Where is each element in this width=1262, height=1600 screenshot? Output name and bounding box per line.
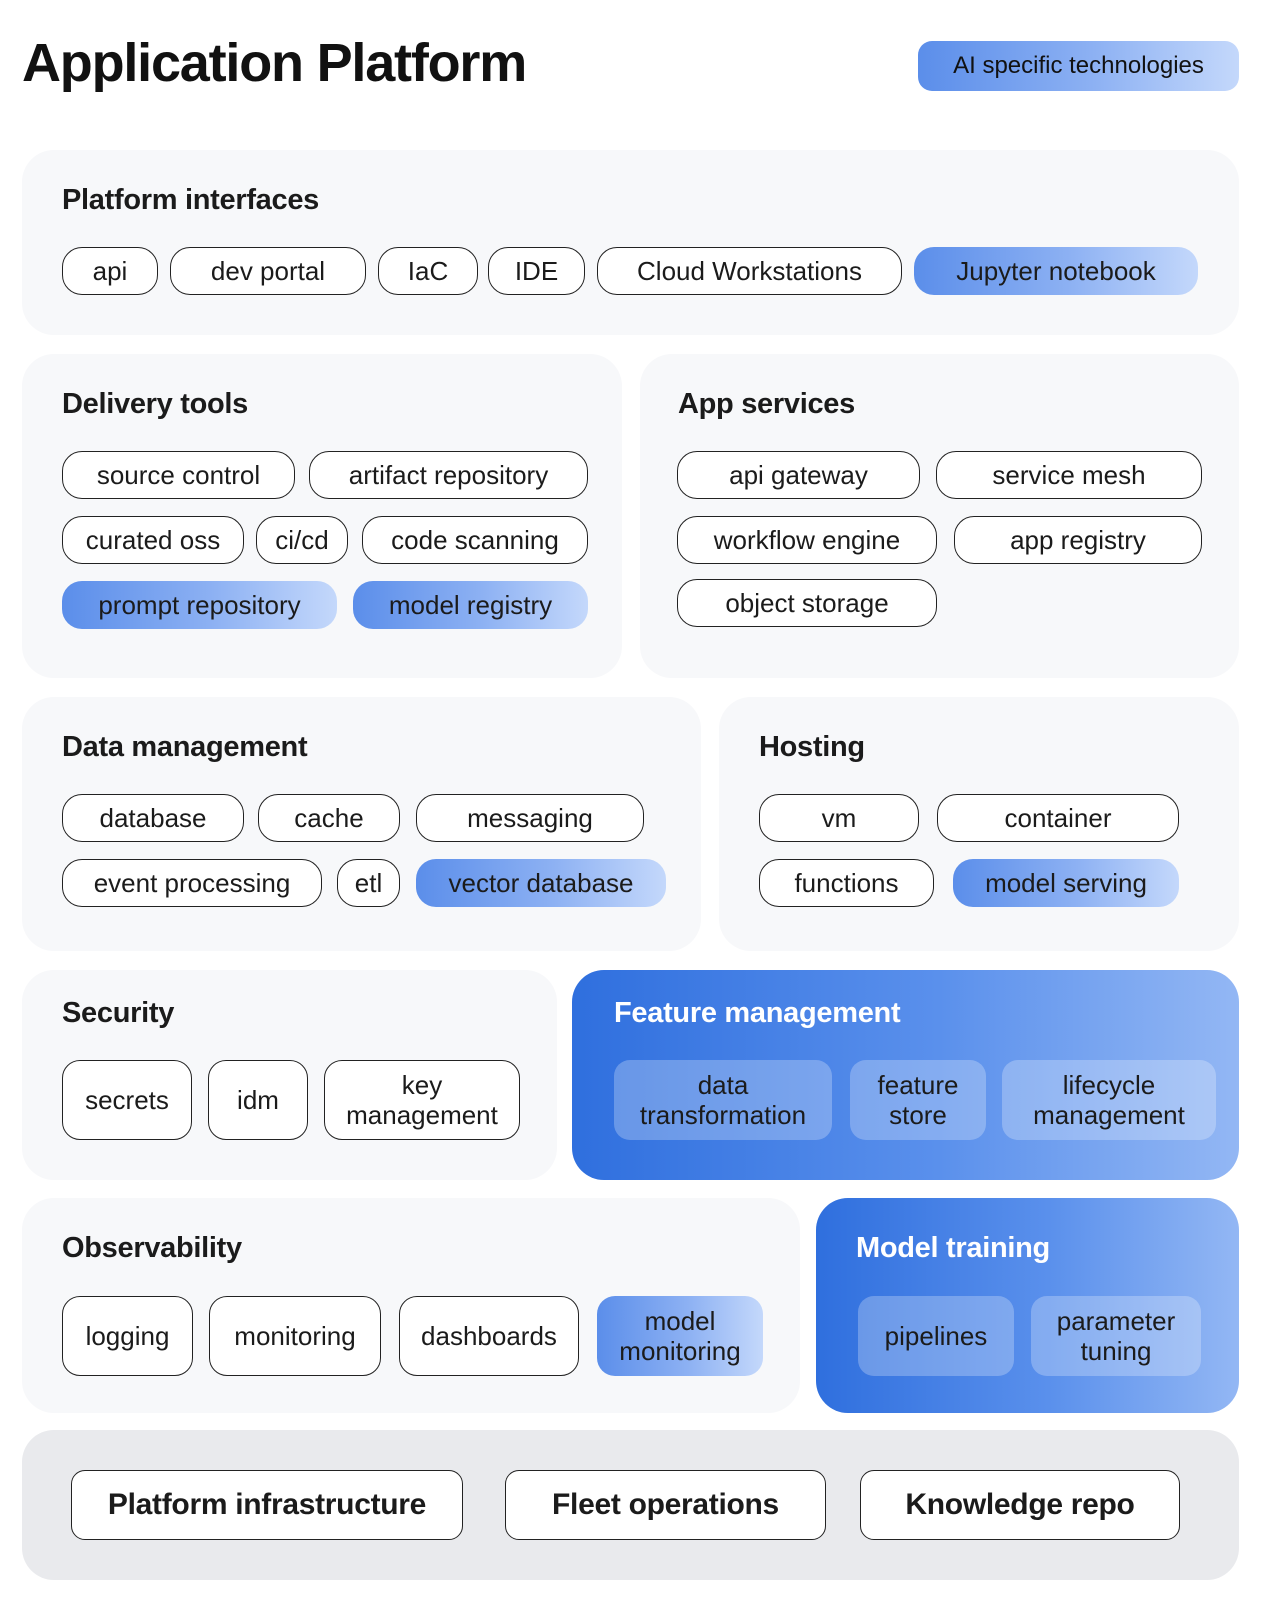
hosting-panel: Hosting vm container functions model ser… bbox=[719, 697, 1239, 951]
page-title: Application Platform bbox=[22, 33, 527, 93]
delivery-tools-panel: Delivery tools source control artifact r… bbox=[22, 354, 622, 678]
chip-platform-infrastructure: Platform infrastructure bbox=[71, 1470, 463, 1540]
chip-vector-database: vector database bbox=[416, 859, 666, 907]
platform-interfaces-panel: Platform interfaces api dev portal IaC I… bbox=[22, 150, 1239, 335]
chip-secrets: secrets bbox=[62, 1060, 192, 1140]
chip-pipelines: pipelines bbox=[858, 1296, 1014, 1376]
chip-key-management: key management bbox=[324, 1060, 520, 1140]
ai-legend-badge: AI specific technologies bbox=[918, 41, 1239, 91]
app-services-panel: App services api gateway service mesh wo… bbox=[640, 354, 1239, 678]
chip-feature-store: feature store bbox=[850, 1060, 986, 1140]
chip-etl: etl bbox=[337, 859, 400, 907]
security-title: Security bbox=[62, 997, 175, 1029]
chip-source-control: source control bbox=[62, 451, 295, 499]
chip-parameter-tuning: parameter tuning bbox=[1031, 1296, 1201, 1376]
chip-app-registry: app registry bbox=[954, 516, 1202, 564]
feature-management-panel: Feature management data transformation f… bbox=[572, 970, 1239, 1180]
app-services-title: App services bbox=[678, 388, 855, 420]
data-management-title: Data management bbox=[62, 731, 308, 763]
chip-cache: cache bbox=[258, 794, 400, 842]
chip-container: container bbox=[937, 794, 1179, 842]
chip-functions: functions bbox=[759, 859, 934, 907]
chip-event-processing: event processing bbox=[62, 859, 322, 907]
chip-workflow-engine: workflow engine bbox=[677, 516, 937, 564]
model-training-title: Model training bbox=[856, 1232, 1050, 1264]
chip-messaging: messaging bbox=[416, 794, 644, 842]
platform-interfaces-title: Platform interfaces bbox=[62, 184, 319, 216]
chip-curated-oss: curated oss bbox=[62, 516, 244, 564]
chip-database: database bbox=[62, 794, 244, 842]
hosting-title: Hosting bbox=[759, 731, 865, 763]
chip-data-transformation: data transformation bbox=[614, 1060, 832, 1140]
chip-iac: IaC bbox=[378, 247, 478, 295]
chip-ide: IDE bbox=[488, 247, 585, 295]
foundation-panel: Platform infrastructure Fleet operations… bbox=[22, 1430, 1239, 1580]
delivery-tools-title: Delivery tools bbox=[62, 388, 248, 420]
observability-title: Observability bbox=[62, 1232, 242, 1264]
feature-management-title: Feature management bbox=[614, 997, 901, 1029]
chip-model-monitoring: model monitoring bbox=[597, 1296, 763, 1376]
chip-cloud-workstations: Cloud Workstations bbox=[597, 247, 902, 295]
chip-idm: idm bbox=[208, 1060, 308, 1140]
chip-monitoring: monitoring bbox=[209, 1296, 381, 1376]
chip-vm: vm bbox=[759, 794, 919, 842]
chip-code-scanning: code scanning bbox=[362, 516, 588, 564]
chip-prompt-repository: prompt repository bbox=[62, 581, 337, 629]
chip-knowledge-repo: Knowledge repo bbox=[860, 1470, 1180, 1540]
chip-logging: logging bbox=[62, 1296, 193, 1376]
data-management-panel: Data management database cache messaging… bbox=[22, 697, 701, 951]
chip-object-storage: object storage bbox=[677, 579, 937, 627]
chip-dashboards: dashboards bbox=[399, 1296, 579, 1376]
chip-lifecycle-management: lifecycle management bbox=[1002, 1060, 1216, 1140]
security-panel: Security secrets idm key management bbox=[22, 970, 557, 1180]
chip-model-serving: model serving bbox=[953, 859, 1179, 907]
chip-ci-cd: ci/cd bbox=[256, 516, 348, 564]
chip-model-registry: model registry bbox=[353, 581, 588, 629]
chip-dev-portal: dev portal bbox=[170, 247, 366, 295]
model-training-panel: Model training pipelines parameter tunin… bbox=[816, 1198, 1239, 1413]
chip-jupyter-notebook: Jupyter notebook bbox=[914, 247, 1198, 295]
chip-api-gateway: api gateway bbox=[677, 451, 920, 499]
observability-panel: Observability logging monitoring dashboa… bbox=[22, 1198, 800, 1413]
chip-fleet-operations: Fleet operations bbox=[505, 1470, 826, 1540]
chip-api: api bbox=[62, 247, 158, 295]
chip-artifact-repository: artifact repository bbox=[309, 451, 588, 499]
chip-service-mesh: service mesh bbox=[936, 451, 1202, 499]
